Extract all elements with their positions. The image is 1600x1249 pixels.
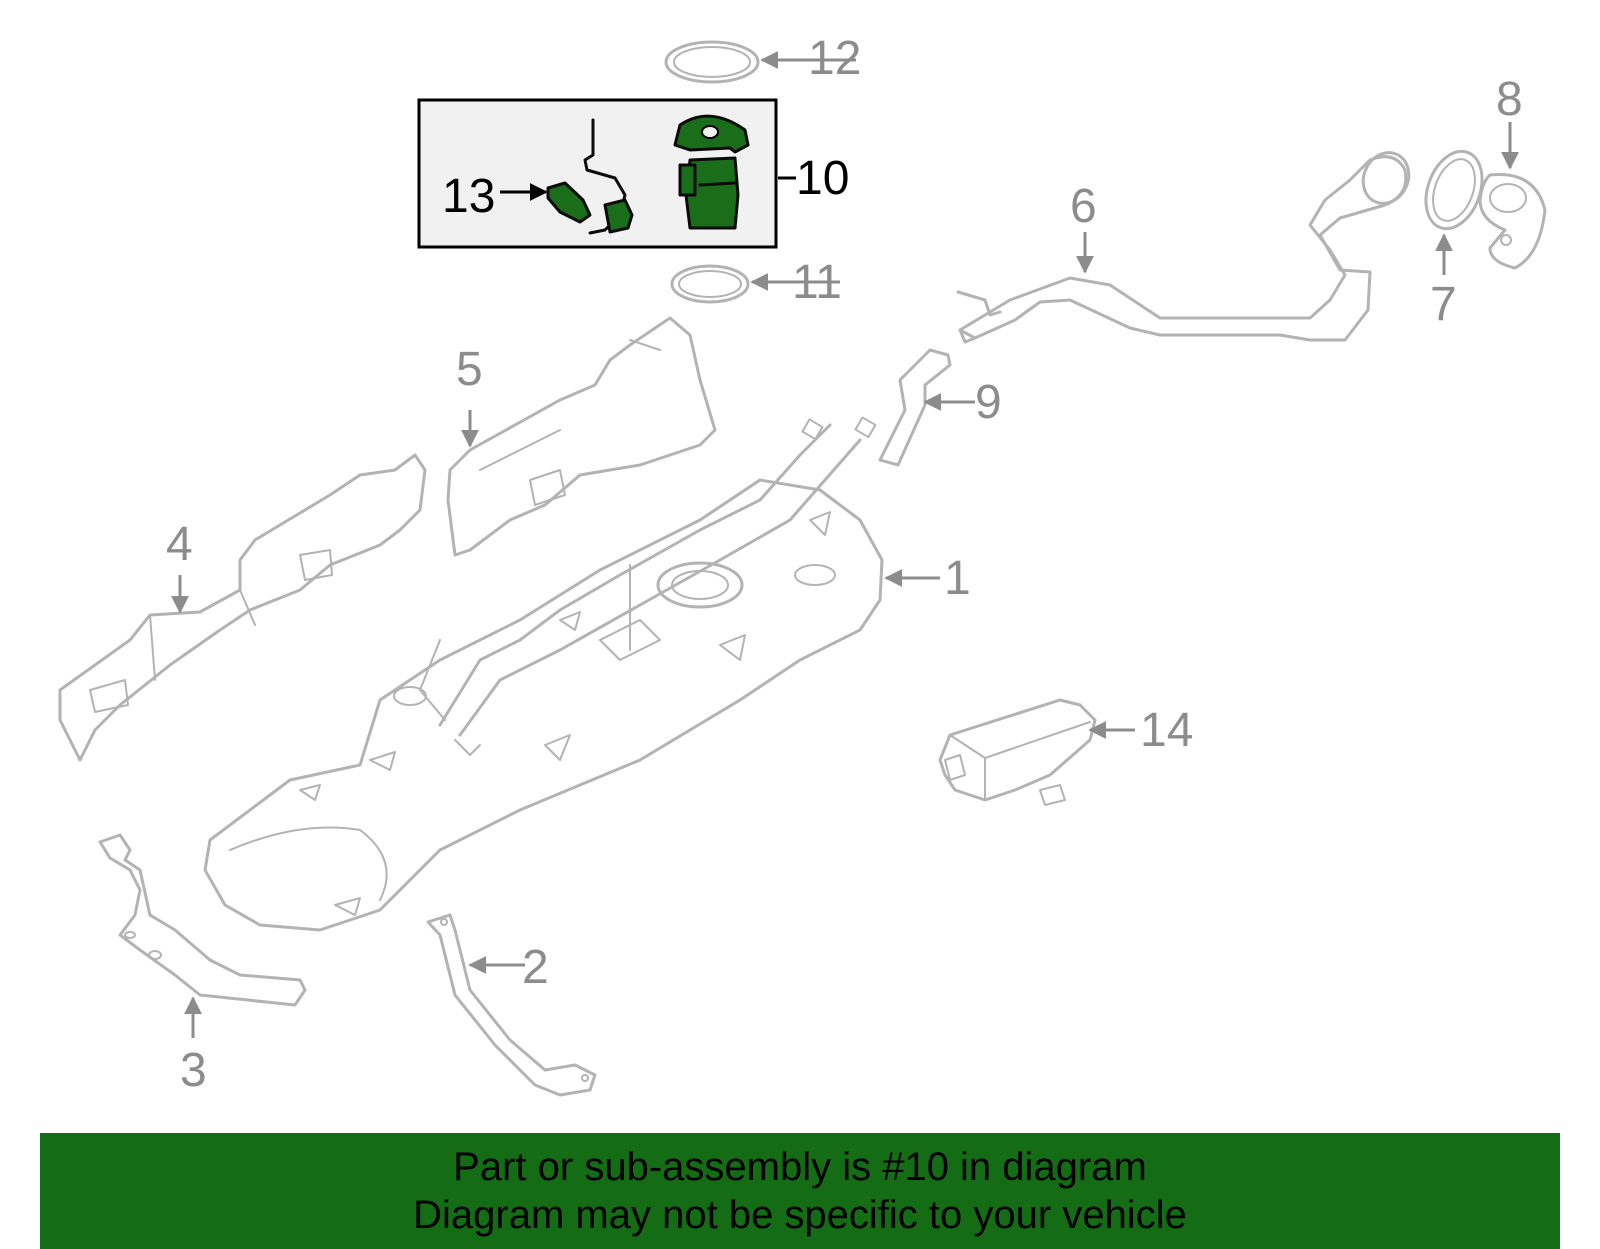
part-3-bracket[interactable] bbox=[98, 833, 307, 1007]
part-11-seal-ring[interactable] bbox=[670, 264, 750, 304]
part-8-fuel-cap[interactable] bbox=[1478, 172, 1547, 270]
callout-7: 7 bbox=[1430, 278, 1457, 331]
callout-2: 2 bbox=[522, 941, 549, 994]
callout-3: 3 bbox=[180, 1044, 207, 1097]
part-10-highlight-box[interactable] bbox=[417, 98, 778, 249]
part-1-fuel-tank[interactable] bbox=[203, 416, 884, 932]
part-14-control-module[interactable] bbox=[938, 698, 1097, 806]
callout-6: 6 bbox=[1070, 180, 1097, 233]
callout-8: 8 bbox=[1496, 73, 1523, 126]
notice-banner: Part or sub-assembly is #10 in diagram D… bbox=[40, 1133, 1560, 1249]
part-2-strap[interactable] bbox=[426, 913, 597, 1097]
callout-13: 13 bbox=[442, 170, 495, 223]
part-12-seal-ring[interactable] bbox=[664, 40, 760, 84]
callout-14: 14 bbox=[1140, 704, 1193, 757]
part-9-hose[interactable] bbox=[878, 348, 952, 467]
callout-12: 12 bbox=[808, 32, 861, 85]
banner-line-1: Part or sub-assembly is #10 in diagram bbox=[453, 1145, 1147, 1189]
callout-10: 10 bbox=[796, 152, 849, 205]
callout-9: 9 bbox=[975, 376, 1002, 429]
part-4-heat-shield[interactable] bbox=[58, 453, 427, 762]
banner-line-2: Diagram may not be specific to your vehi… bbox=[413, 1193, 1187, 1237]
part-5-heat-shield[interactable] bbox=[446, 316, 717, 557]
callout-5: 5 bbox=[456, 343, 483, 396]
part-7-gasket[interactable] bbox=[1416, 144, 1492, 237]
callout-1: 1 bbox=[944, 552, 971, 605]
callout-4: 4 bbox=[166, 518, 193, 571]
part-6-filler-pipe[interactable] bbox=[956, 145, 1417, 344]
callout-11: 11 bbox=[792, 256, 842, 309]
part-13-fuel-level-sender[interactable] bbox=[546, 118, 634, 235]
part-10-fuel-pump-module[interactable] bbox=[673, 114, 750, 230]
